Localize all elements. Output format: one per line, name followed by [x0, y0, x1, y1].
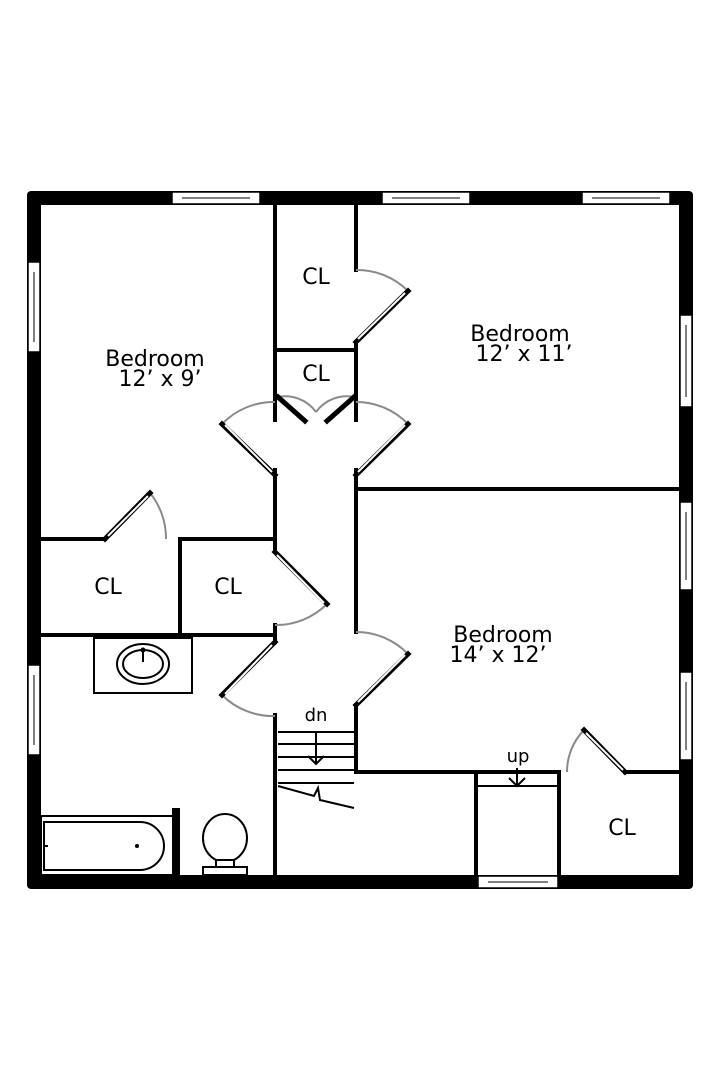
- stairs-down-label: dn: [305, 705, 328, 726]
- closet-label-bottom-right: CL: [608, 816, 636, 841]
- stairs-up: [478, 768, 557, 788]
- closet-label-left: CL: [94, 575, 122, 600]
- window-left-lower: [27, 664, 41, 756]
- door-bedroom-bottom-right: [352, 630, 412, 709]
- window-right-lower: [679, 671, 693, 761]
- door-bedroom-left: [218, 400, 279, 479]
- door-closet-left-bedroom: [101, 489, 168, 543]
- door-closet-middle: [274, 393, 358, 425]
- window-top-left: [171, 191, 261, 205]
- arrow-down-icon: [307, 755, 325, 766]
- doors: [101, 268, 629, 776]
- closet-label-middle: CL: [302, 362, 330, 387]
- windows: [27, 191, 693, 889]
- window-top-middle: [381, 191, 471, 205]
- bedroom-left-dim: 12’ x 9’: [119, 367, 202, 392]
- window-bottom: [477, 875, 559, 889]
- window-right-upper: [679, 314, 693, 408]
- door-bathroom: [218, 638, 279, 718]
- bedroom-bottom-right-dim: 14’ x 12’: [450, 643, 547, 668]
- closet-label-top: CL: [302, 265, 330, 290]
- labels: Bedroom 12’ x 9’ Bedroom 12’ x 11’ Bedro…: [94, 265, 636, 841]
- interior-walls: [39, 203, 681, 879]
- bedroom-bottom-right-name: Bedroom: [453, 623, 553, 648]
- bedroom-top-right-dim: 12’ x 11’: [476, 342, 573, 367]
- exterior-walls: [27, 191, 693, 889]
- door-closet-bottom-right: [565, 726, 629, 776]
- window-right-middle: [679, 501, 693, 591]
- stairs-up-label: up: [507, 746, 530, 767]
- window-top-right: [581, 191, 671, 205]
- closet-label-hallway: CL: [214, 575, 242, 600]
- window-left-upper: [27, 261, 41, 353]
- stairs-down: [277, 731, 355, 809]
- arrow-down-icon: [508, 777, 526, 788]
- door-bedroom-top-right: [352, 400, 412, 479]
- bathroom-fixtures: [40, 637, 248, 876]
- bathtub-icon: [40, 815, 174, 876]
- sink-icon: [93, 637, 193, 694]
- toilet-icon: [202, 813, 248, 876]
- bedroom-top-right-name: Bedroom: [470, 322, 570, 347]
- door-closet-top: [352, 268, 412, 346]
- door-closet-hallway: [271, 548, 331, 627]
- bedroom-left-name: Bedroom: [105, 347, 205, 372]
